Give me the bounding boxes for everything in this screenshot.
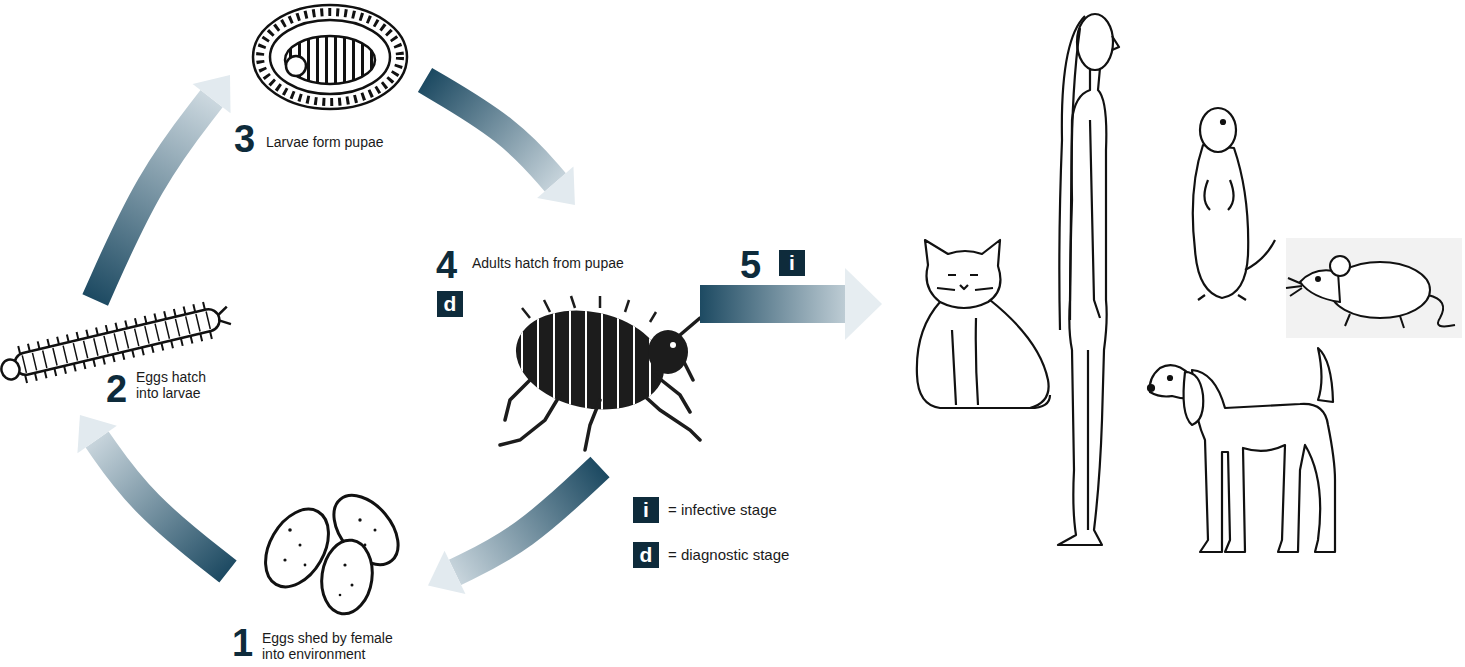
stage-number: 4 [436, 246, 457, 284]
arrow-shaft [425, 80, 555, 182]
stage-label: Eggs hatch into larvae [136, 369, 221, 401]
dog-illustration-part [1184, 372, 1204, 425]
dog-illustration-part [1148, 385, 1154, 391]
arrow-head [428, 551, 465, 594]
dog-illustration [1148, 348, 1335, 552]
badge-letter: d [444, 291, 457, 317]
stage-panel: 4 Adults hatch from pupae d [433, 205, 735, 467]
pupa-illustration-part [286, 56, 306, 76]
dog-illustration-part [1168, 376, 1172, 380]
cat-illustration-part [917, 300, 1049, 408]
cycle-arrow [95, 75, 230, 300]
eggs-illustration-part [283, 518, 376, 596]
host-arrow-part [700, 285, 846, 323]
cycle-arrow [77, 415, 228, 572]
pupa-illustration-part-part [280, 35, 380, 85]
larva-illustration-part [24, 320, 211, 364]
flea-illustration-part [507, 297, 674, 422]
host-arrow [700, 268, 882, 340]
cat-illustration [917, 240, 1050, 408]
rat-illustration-part [1286, 238, 1462, 338]
step-number: 5 [740, 246, 761, 284]
flea-illustration [500, 296, 700, 450]
dog-illustration-part [1192, 370, 1335, 552]
eggs-illustration-part-part [304, 564, 307, 567]
flea-illustration-part [500, 318, 700, 450]
prairie-dog-illustration-part [1200, 108, 1236, 152]
rat-illustration-part-part [1286, 278, 1404, 328]
larva-illustration-part [12, 307, 221, 377]
prairie-dog-illustration-part [1193, 145, 1248, 298]
stage-number: 3 [234, 120, 255, 158]
stage-label: Eggs shed by female into environment [262, 630, 402, 662]
dog-illustration-part [1318, 348, 1333, 402]
larva-illustration-part [0, 358, 22, 382]
host-arrow-part [845, 268, 882, 340]
stage-number: 1 [232, 624, 253, 662]
stage-panel: 3 Larvae form pupae [230, 3, 425, 168]
cat-illustration-part [937, 275, 1050, 408]
flea-illustration-part [648, 330, 688, 374]
eggs-illustration-part-part [343, 563, 346, 566]
legend-letter: d [633, 542, 659, 568]
cycle-arrow [425, 80, 575, 205]
prairie-dog-illustration-part [1198, 180, 1275, 300]
legend-letter: i [633, 497, 659, 523]
rat-illustration-part-part [1330, 256, 1350, 276]
rat-illustration-part-part [1428, 295, 1455, 326]
pupa-illustration-part [260, 12, 400, 102]
stage-panel: 2 Eggs hatch into larvae [4, 300, 232, 415]
eggs-illustration-part-part [364, 544, 367, 547]
eggs-illustration-part-part [351, 584, 354, 587]
eggs-illustration-part-part [374, 529, 377, 532]
arrow-shaft [455, 467, 600, 572]
human-illustration-part [1077, 14, 1113, 70]
larva-illustration-part [217, 307, 231, 327]
cycle-arrow [428, 467, 600, 594]
pupa-illustration [253, 5, 407, 109]
eggs-illustration-part-part [299, 544, 302, 547]
eggs-illustration-part-part [339, 594, 342, 597]
legend-text: = diagnostic stage [668, 544, 789, 566]
human-illustration [1058, 14, 1119, 545]
eggs-illustration-part-part [283, 558, 286, 561]
badge-letter: i [789, 250, 795, 276]
infective-badge: i [779, 250, 805, 276]
eggs-illustration-part-part [358, 518, 361, 521]
eggs-illustration-part [317, 537, 377, 617]
arrow-shaft [97, 440, 228, 572]
cat-illustration-part [925, 240, 1000, 308]
stage-label: Larvae form pupae [266, 134, 421, 150]
rat-illustration-part-part [1316, 277, 1320, 281]
human-illustration-part [1058, 68, 1107, 545]
diagnostic-badge: d [437, 291, 463, 317]
stage-number: 2 [106, 370, 127, 408]
pupa-illustration-part [270, 20, 390, 94]
arrow-head [537, 167, 575, 205]
prairie-dog-illustration [1193, 108, 1275, 300]
stage-panel: 1 Eggs shed by female into environment [228, 492, 428, 665]
arrow-shaft [95, 99, 211, 300]
rat-illustration [1286, 238, 1462, 338]
legend-text: = infective stage [668, 499, 777, 521]
prairie-dog-illustration-part [1221, 120, 1225, 124]
eggs-illustration [253, 483, 411, 617]
human-illustration-part [1059, 16, 1119, 530]
arrow-head [77, 415, 116, 453]
eggs-illustration-part-part [288, 528, 292, 532]
flea-illustration-part [670, 342, 676, 348]
rat-illustration-part [1286, 256, 1455, 328]
pupa-illustration-part [253, 5, 407, 109]
stage-label: Adults hatch from pupae [472, 255, 692, 271]
arrow-head [193, 75, 231, 113]
